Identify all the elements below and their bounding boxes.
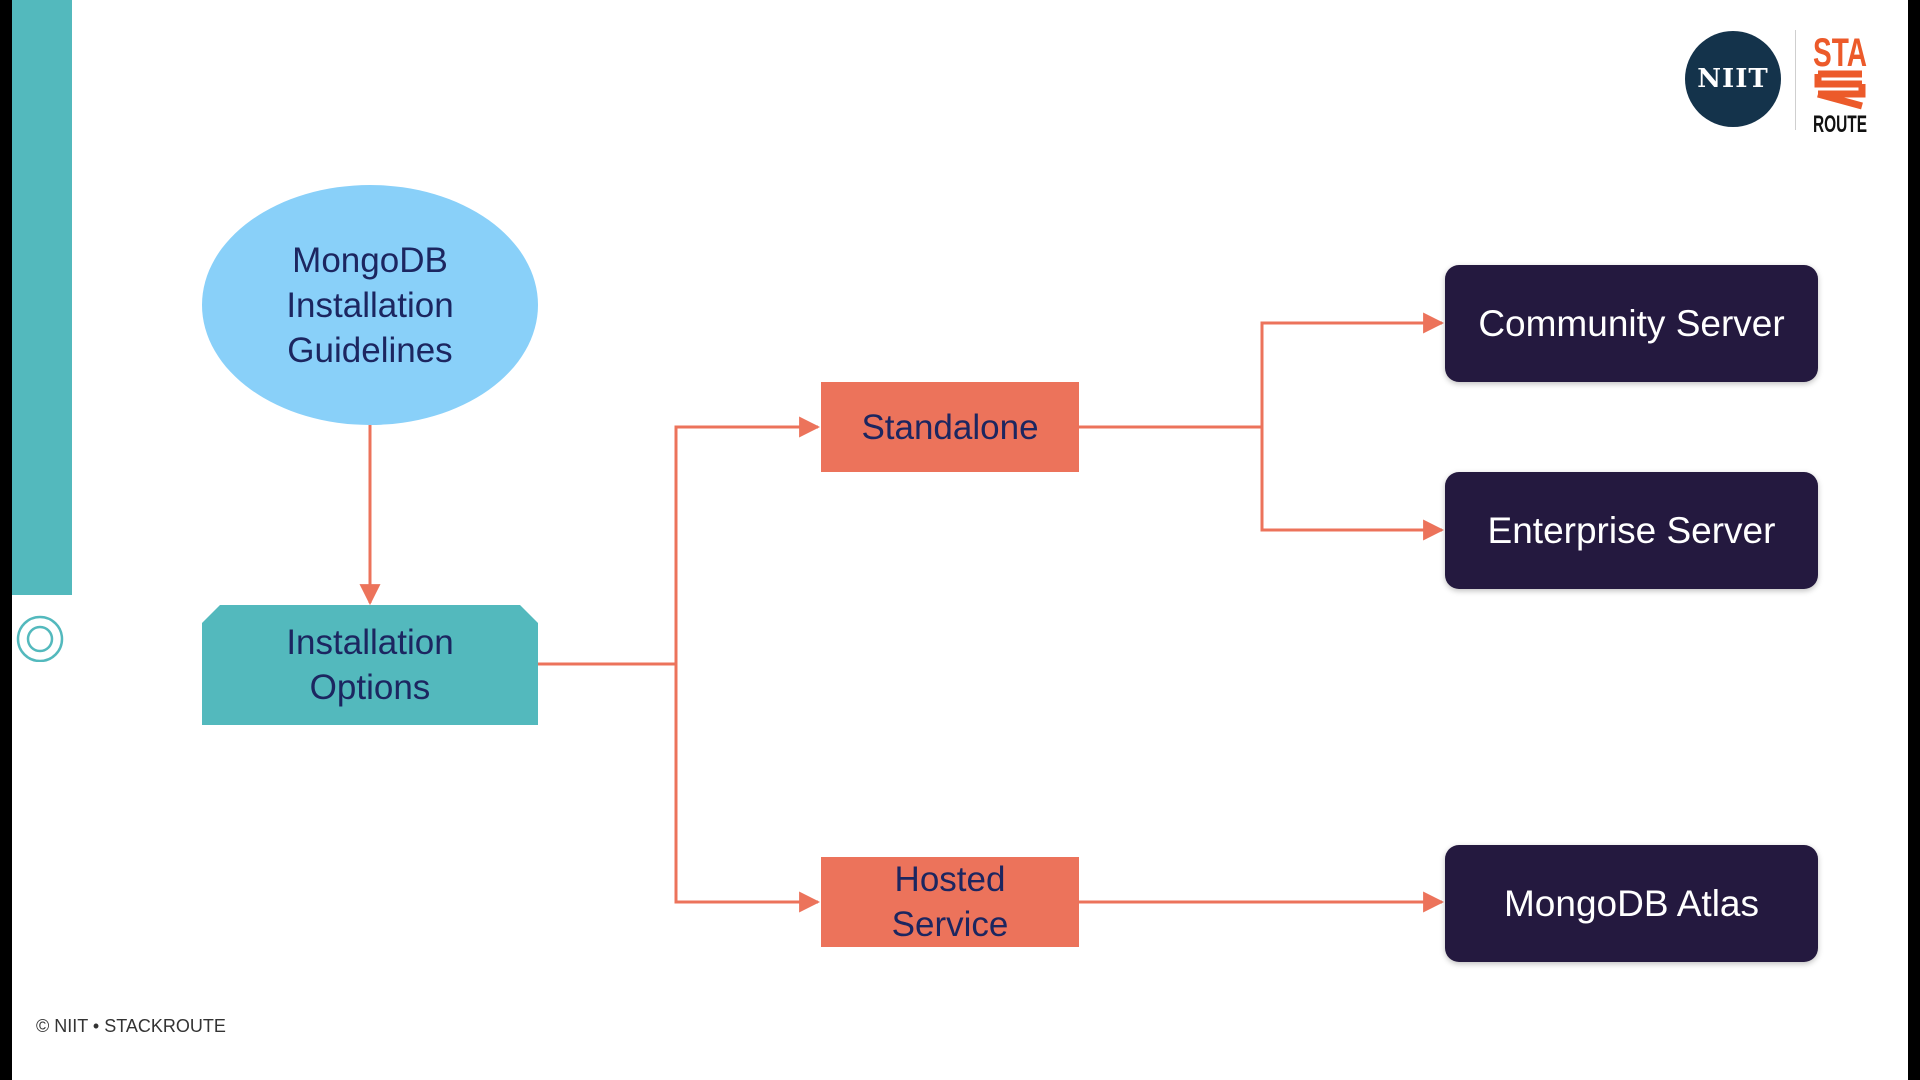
niit-logo-text: NIIT [1697, 64, 1769, 94]
svg-text:STA: STA [1813, 31, 1867, 75]
niit-logo: NIIT [1685, 31, 1781, 127]
node-hosted-service: Hosted Service [821, 857, 1079, 947]
node-standalone-label: Standalone [861, 407, 1039, 447]
edge-options-hosted [674, 664, 821, 913]
circle-target-icon [16, 615, 64, 662]
connectors [359, 312, 1445, 913]
node-hosted-label: Hosted Service [891, 860, 1009, 944]
edge-standalone-enterprise [1260, 427, 1445, 541]
logo-divider [1795, 30, 1796, 130]
svg-text:ROUTE: ROUTE [1813, 111, 1867, 136]
node-mongodb-installation-guidelines: MongoDB Installation Guidelines [202, 185, 538, 425]
node-installation-options: Installation Options [202, 605, 538, 725]
node-enterprise-label: Enterprise Server [1487, 509, 1776, 551]
node-enterprise-server: Enterprise Server [1445, 472, 1818, 589]
node-atlas-label: MongoDB Atlas [1503, 882, 1760, 924]
node-community-server: Community Server [1445, 265, 1818, 382]
node-guidelines-label: MongoDB Installation Guidelines [286, 240, 454, 370]
node-community-label: Community Server [1478, 302, 1785, 344]
slide: NIIT STA ROUTE MongoDB Installation Guid… [12, 0, 1908, 1080]
node-mongodb-atlas: MongoDB Atlas [1445, 845, 1818, 962]
node-options-label: Installation Options [286, 623, 454, 707]
stackroute-logo: STA ROUTE [1813, 31, 1867, 136]
footer-copyright: © NIIT • STACKROUTE [36, 1016, 226, 1036]
edge-options-standalone [538, 416, 821, 666]
node-standalone: Standalone [821, 382, 1079, 472]
left-accent-bar [12, 0, 72, 595]
edge-standalone-community [1079, 312, 1445, 429]
